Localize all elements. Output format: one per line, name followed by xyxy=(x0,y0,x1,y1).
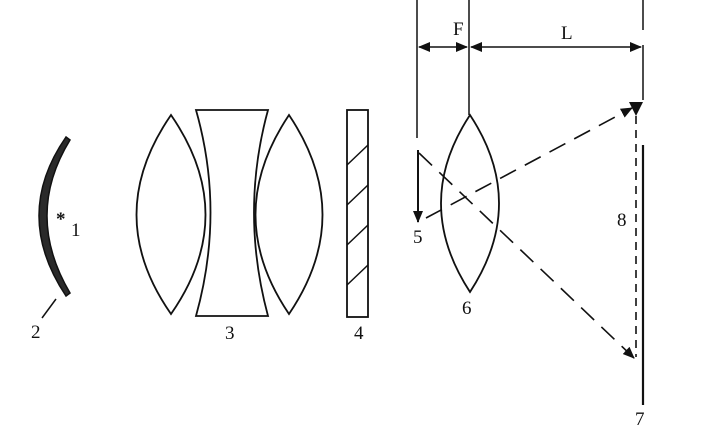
label-condenser: 3 xyxy=(225,323,235,344)
label-lens: 6 xyxy=(462,298,472,319)
label-filter: 4 xyxy=(354,323,364,344)
label-dimension-f: F xyxy=(453,19,464,40)
condenser-lens-left xyxy=(135,113,207,316)
label-screen: 7 xyxy=(635,409,645,430)
projection-lens xyxy=(440,113,500,294)
filter-hatching xyxy=(346,144,369,286)
reflector-leader xyxy=(41,298,57,319)
label-object: 5 xyxy=(413,227,423,248)
ray-top-to-bottom xyxy=(418,152,635,359)
reflector-mirror xyxy=(38,135,71,298)
label-source: 1 xyxy=(71,220,81,241)
label-reflector: 2 xyxy=(31,322,41,343)
filter-plate xyxy=(346,109,369,318)
source-star: * xyxy=(56,209,66,230)
image-arrow-head-top xyxy=(629,102,643,116)
condenser-lens-right xyxy=(254,113,324,316)
label-image: 8 xyxy=(617,210,627,231)
ray-bottom-to-top xyxy=(425,107,633,219)
label-dimension-l: L xyxy=(561,23,573,44)
condenser-lens-concave xyxy=(194,109,270,317)
